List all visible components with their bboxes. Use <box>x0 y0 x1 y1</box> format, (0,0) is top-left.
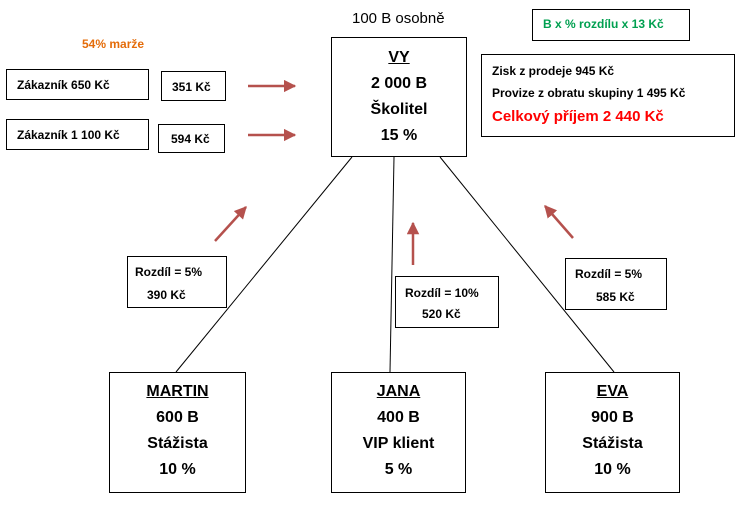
customer-name-1: Zákazník 650 Kč <box>17 78 110 92</box>
customer-box-2: Zákazník 1 100 Kč <box>6 119 149 150</box>
root-node-role: Školitel <box>370 101 428 118</box>
member-points-jana: 400 B <box>377 409 420 426</box>
difference-box-eva: Rozdíl = 5% 585 Kč <box>565 258 667 310</box>
summary-sales-profit: Zisk z prodeje 945 Kč <box>492 64 615 78</box>
root-node-points: 2 000 B <box>370 75 428 92</box>
member-points-martin: 600 B <box>156 409 199 426</box>
summary-total-income: Celkový příjem 2 440 Kč <box>492 108 664 125</box>
root-node-percent: 15 % <box>380 127 418 144</box>
difference-label-jana: Rozdíl = 10% <box>405 286 479 300</box>
member-percent-martin: 10 % <box>159 461 196 478</box>
formula-note-text: B x % rozdílu x 13 Kč <box>543 17 664 31</box>
member-role-eva: Stážista <box>582 435 643 452</box>
difference-box-jana: Rozdíl = 10% 520 Kč <box>395 276 499 328</box>
difference-value-martin: 390 Kč <box>147 288 186 302</box>
personal-points-label: 100 B osobně <box>352 10 445 27</box>
connector-line-eva <box>439 156 615 373</box>
difference-value-eva: 585 Kč <box>596 290 635 304</box>
customer-value-box-2: 594 Kč <box>158 124 225 153</box>
customer-value-2: 594 Kč <box>171 132 210 146</box>
summary-group-commission: Provize z obratu skupiny 1 495 Kč <box>492 86 686 100</box>
member-percent-eva: 10 % <box>594 461 631 478</box>
member-role-jana: VIP klient <box>362 435 435 452</box>
member-points-eva: 900 B <box>591 409 634 426</box>
income-summary-box: Zisk z prodeje 945 Kč Provize z obratu s… <box>481 54 735 137</box>
root-node-name: VY <box>388 49 410 66</box>
member-node-eva: EVA 900 B Stážista 10 % <box>545 372 680 493</box>
customer-name-2: Zákazník 1 100 Kč <box>17 128 120 142</box>
difference-box-martin: Rozdíl = 5% 390 Kč <box>127 256 227 308</box>
member-node-martin: MARTIN 600 B Stážista 10 % <box>109 372 246 493</box>
member-name-martin: MARTIN <box>146 383 209 400</box>
margin-label: 54% marže <box>82 37 145 51</box>
connector-line-martin <box>175 156 353 373</box>
arrow-up-martin <box>214 206 247 242</box>
customer-box-1: Zákazník 650 Kč <box>6 69 149 100</box>
root-node-box: VY 2 000 B Školitel 15 % <box>331 37 467 157</box>
member-node-jana: JANA 400 B VIP klient 5 % <box>331 372 466 493</box>
customer-value-1: 351 Kč <box>172 80 211 94</box>
difference-label-eva: Rozdíl = 5% <box>575 267 643 281</box>
customer-value-box-1: 351 Kč <box>161 71 226 101</box>
formula-note-box: B x % rozdílu x 13 Kč <box>532 9 690 41</box>
member-name-jana: JANA <box>376 383 421 400</box>
difference-label-martin: Rozdíl = 5% <box>135 265 203 279</box>
arrow-up-eva <box>544 205 574 239</box>
connector-line-jana <box>389 156 395 373</box>
difference-value-jana: 520 Kč <box>422 307 461 321</box>
member-role-martin: Stážista <box>147 435 208 452</box>
member-percent-jana: 5 % <box>384 461 413 478</box>
member-name-eva: EVA <box>596 383 629 400</box>
